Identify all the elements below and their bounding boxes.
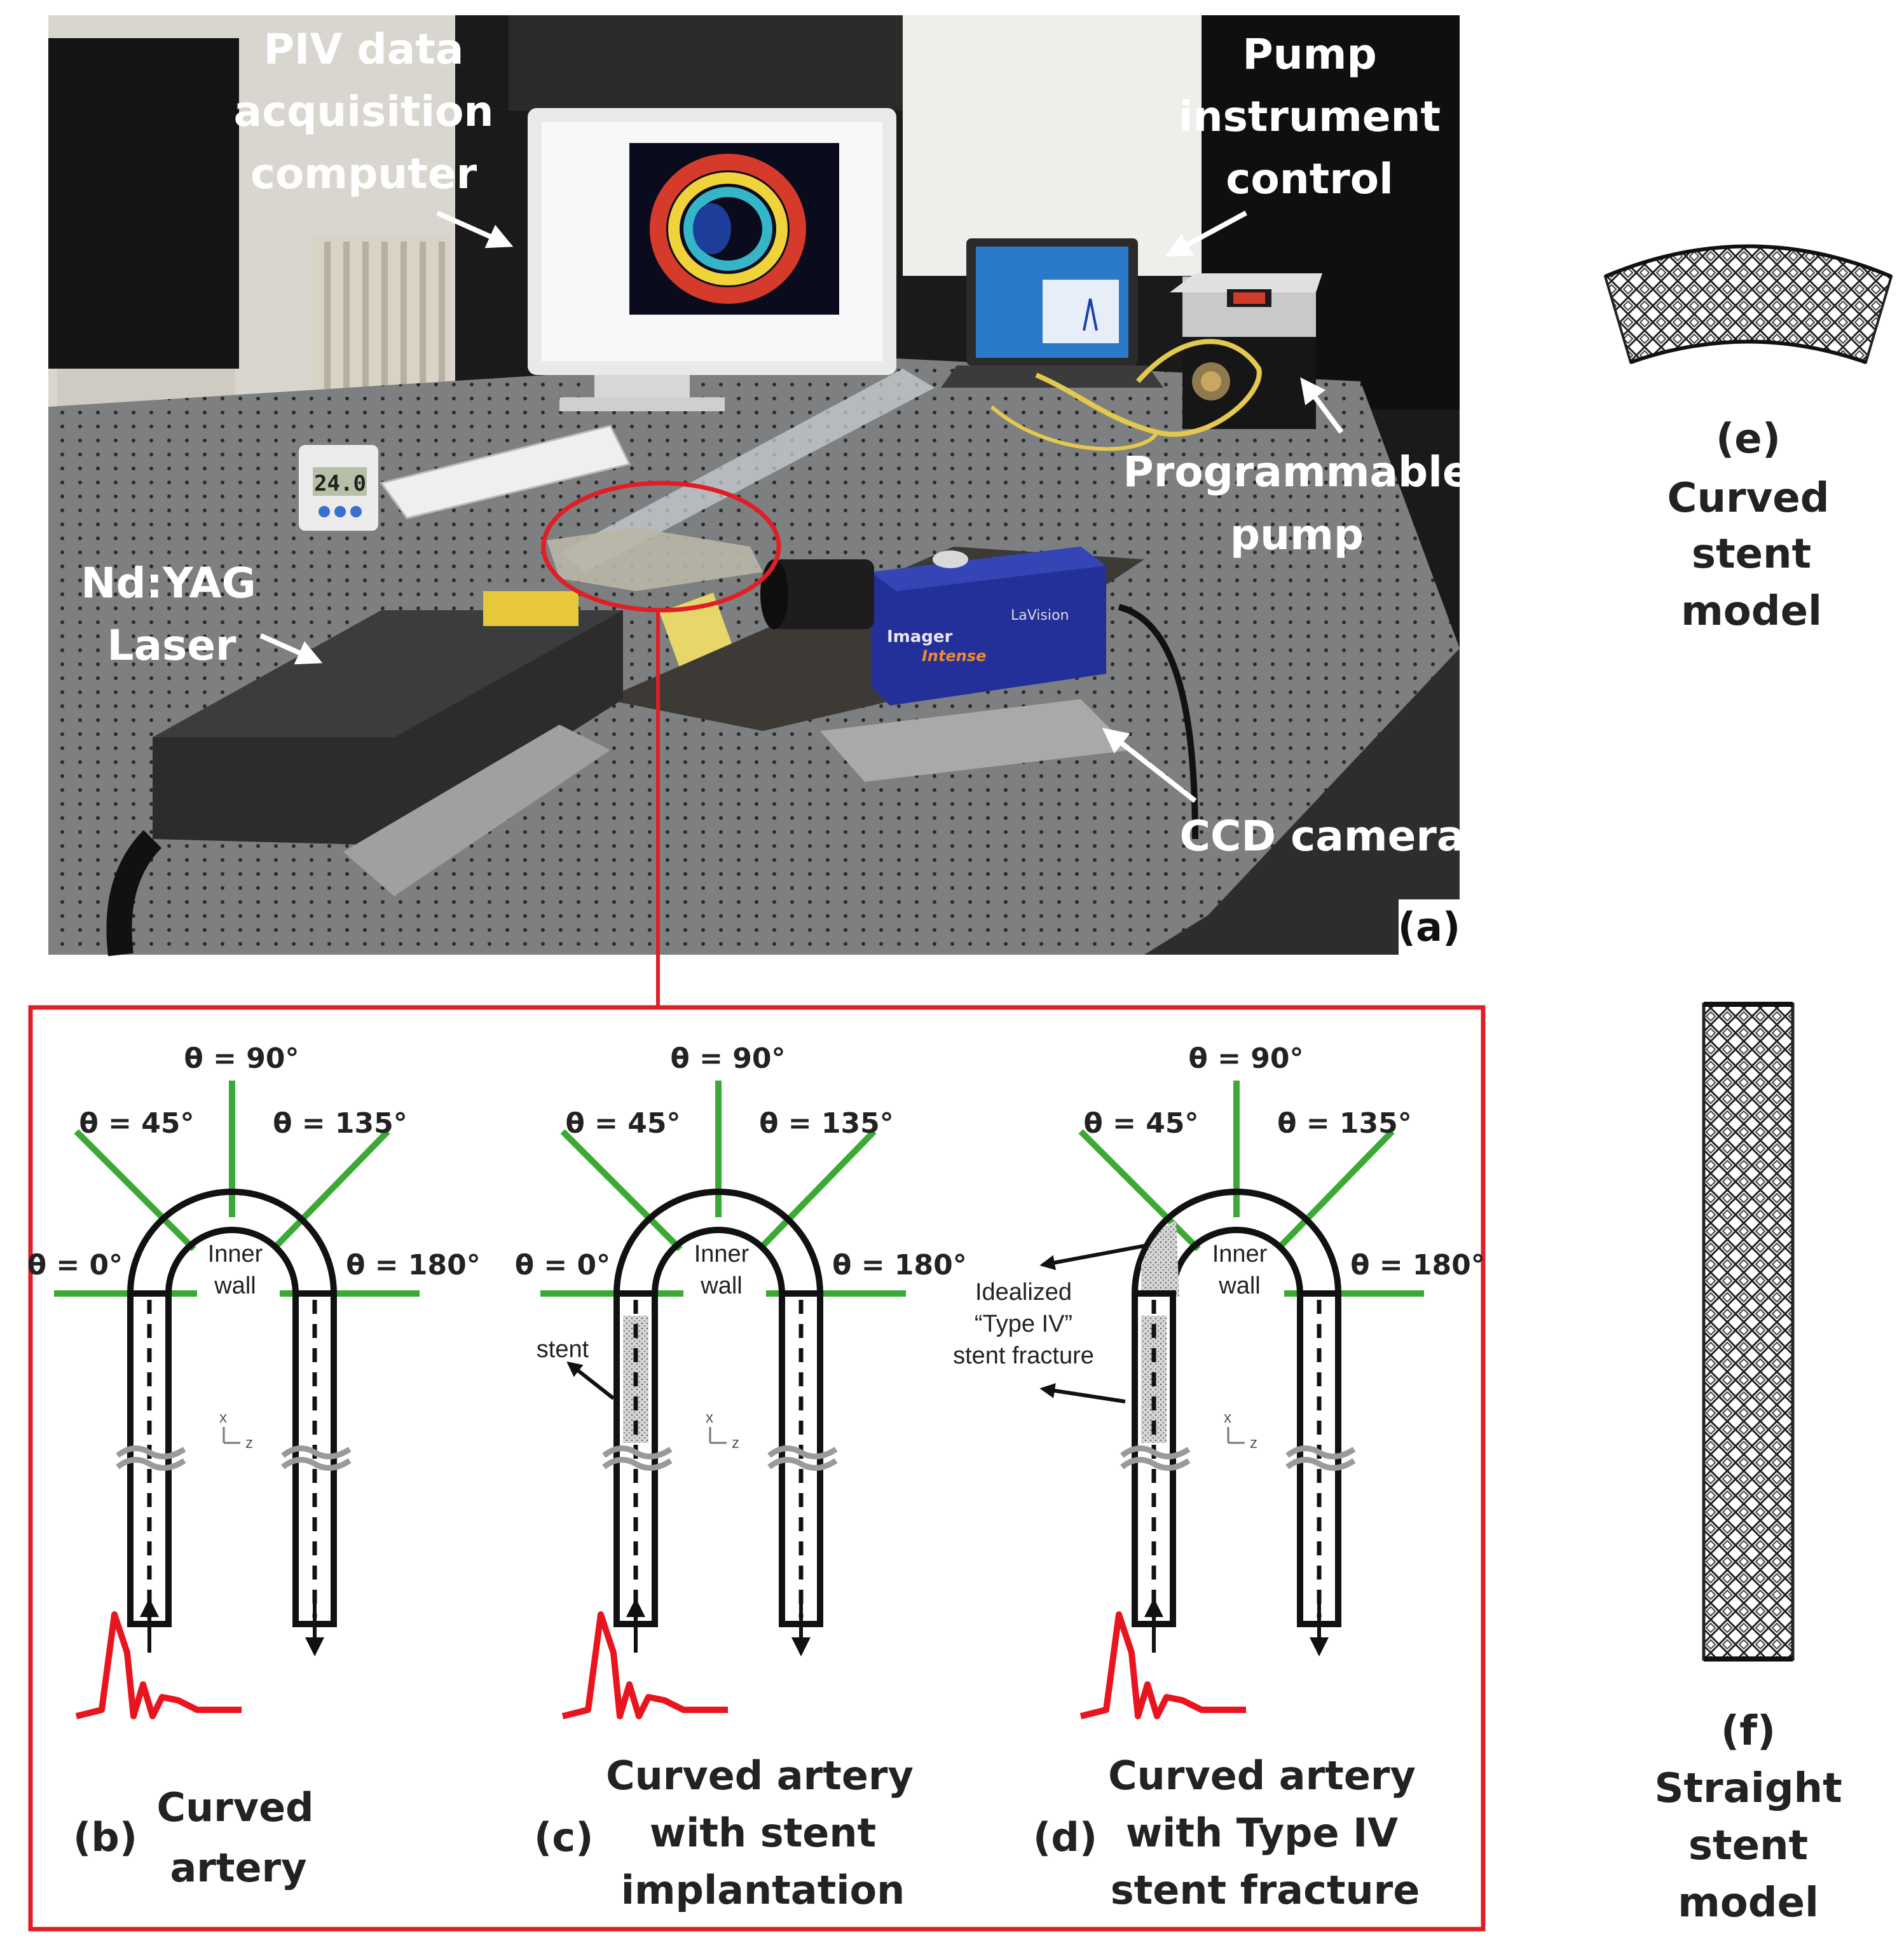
panel-b-title-line2: artery	[170, 1845, 306, 1891]
flow-waveform	[1079, 1611, 1246, 1719]
callout-arrows	[259, 210, 1344, 803]
panel-id-d: (d)	[1033, 1814, 1097, 1860]
panel-b-schematic	[54, 1081, 420, 1719]
panel-c-title-line2: with stent	[650, 1810, 876, 1856]
straight-stent-title-line2: stent	[1688, 1822, 1808, 1869]
callout-pump-control-line1: Pump	[1242, 30, 1376, 79]
callout-pump-control-line2: instrument	[1179, 92, 1441, 141]
axis-z-b: z	[245, 1435, 253, 1452]
ccd-camera: LaVision Imager Intense	[760, 547, 1198, 840]
angle-0-c: θ = 0°	[515, 1249, 610, 1281]
camera-brand: LaVision	[1011, 608, 1069, 624]
curved-stent-title-line3: model	[1681, 588, 1822, 635]
camera-model-sub: Intense	[922, 647, 986, 665]
laptop	[941, 238, 1163, 388]
fracture-label-line1: Idealized	[975, 1279, 1072, 1306]
camera-model: Imager	[887, 627, 953, 646]
callout-pump-line2: pump	[1230, 510, 1364, 559]
straight-stent-caption: (f) Straight stent model	[1654, 1708, 1842, 1927]
angle-45-c: θ = 45°	[566, 1107, 681, 1140]
angle-labels: θ = 90° θ = 45° θ = 135° θ = 0° θ = 180°…	[27, 1042, 1485, 1281]
inner-wall-b-line1: Inner	[208, 1241, 263, 1267]
panel-d-title-line2: with Type IV	[1126, 1810, 1398, 1856]
panel-d-title-line3: stent fracture	[1111, 1867, 1420, 1913]
stent-label: stent	[537, 1336, 589, 1363]
axis-z-d: z	[1250, 1435, 1257, 1452]
angle-45-b: θ = 45°	[79, 1107, 195, 1140]
inner-wall-b-line2: wall	[214, 1273, 256, 1299]
angle-90-d: θ = 90°	[1189, 1042, 1304, 1075]
panel-c-title-line1: Curved artery	[606, 1752, 914, 1799]
fracture-label-line2: “Type IV”	[975, 1311, 1072, 1337]
programmable-pump	[1170, 273, 1322, 429]
nd-yag-laser	[106, 591, 623, 957]
panel-d-title-line1: Curved artery	[1108, 1752, 1416, 1799]
callout-pump-line1: Programmable	[1123, 447, 1470, 496]
inner-wall-d-line1: Inner	[1212, 1241, 1268, 1267]
curved-stent-model	[1603, 244, 1893, 364]
axis-labels: x z x z x z	[219, 1409, 1257, 1452]
callout-piv-line2: acquisition	[234, 87, 494, 136]
angle-135-c: θ = 135°	[759, 1107, 894, 1140]
callout-pump-control-line3: control	[1226, 154, 1394, 203]
callout-camera: CCD camera	[1180, 812, 1465, 861]
angle-180-d: θ = 180°	[1350, 1249, 1485, 1281]
panel-d-schematic	[1039, 1081, 1424, 1719]
panel-b-title-line1: Curved	[156, 1784, 313, 1831]
angle-180-c: θ = 180°	[832, 1249, 967, 1281]
axis-x-b: x	[219, 1409, 227, 1426]
straight-stent-title-line3: model	[1678, 1880, 1819, 1927]
angle-180-b: θ = 180°	[346, 1249, 481, 1281]
straight-stent-title-line1: Straight	[1654, 1765, 1842, 1812]
angle-135-b: θ = 135°	[273, 1107, 408, 1140]
angle-0-b: θ = 0°	[27, 1249, 123, 1281]
callout-piv-line3: computer	[250, 149, 477, 198]
region-highlight-ellipse	[541, 481, 781, 613]
angle-90-c: θ = 90°	[671, 1042, 786, 1075]
straight-stent-model	[1702, 1002, 1795, 1662]
inner-wall-d-line2: wall	[1218, 1273, 1260, 1299]
curved-stent-title-line2: stent	[1692, 531, 1811, 578]
inner-wall-c-line2: wall	[700, 1273, 742, 1299]
axis-z-c: z	[732, 1435, 739, 1452]
schematic-annotations: Inner wall Inner wall Inner wall stent I…	[208, 1241, 1268, 1369]
panel-c-title-line3: implantation	[621, 1867, 905, 1913]
panel-id-b: (b)	[73, 1814, 137, 1860]
panel-c-schematic	[540, 1081, 906, 1719]
inner-wall-c-line1: Inner	[694, 1241, 750, 1267]
panel-titles: (b) Curved artery (c) Curved artery with…	[73, 1752, 1420, 1913]
keyboard	[380, 425, 631, 519]
angle-90-b: θ = 90°	[184, 1042, 299, 1075]
panel-id-f: (f)	[1721, 1708, 1776, 1755]
fractured-stent-top	[1141, 1220, 1179, 1297]
curved-stent-caption: (e) Curved stent model	[1667, 416, 1829, 635]
angle-135-d: θ = 135°	[1277, 1107, 1412, 1140]
photo-panel: 24.0 LaVision Imag	[48, 15, 1471, 1007]
curved-stent-title-line1: Curved	[1667, 475, 1829, 522]
axis-x-d: x	[1224, 1409, 1231, 1426]
panel-label-a: (a)	[1398, 904, 1461, 950]
callout-piv-line1: PIV data	[264, 25, 464, 74]
thermometer: 24.0	[299, 445, 378, 531]
panel-id-e: (e)	[1716, 416, 1781, 463]
schematic-frame	[28, 1005, 1486, 1932]
flow-waveform	[561, 1611, 728, 1719]
angle-45-d: θ = 45°	[1084, 1107, 1199, 1140]
panel-id-c: (c)	[534, 1814, 593, 1860]
piv-monitor	[528, 108, 896, 411]
fracture-label-line3: stent fracture	[953, 1342, 1094, 1369]
thermometer-reading: 24.0	[314, 471, 366, 496]
callout-laser-line2: Laser	[107, 621, 236, 670]
photo-callouts: PIV data acquisition computer Pump instr…	[81, 25, 1470, 861]
axis-x-c: x	[706, 1409, 713, 1426]
callout-laser-line1: Nd:YAG	[81, 559, 256, 608]
flow-waveform	[75, 1611, 242, 1719]
